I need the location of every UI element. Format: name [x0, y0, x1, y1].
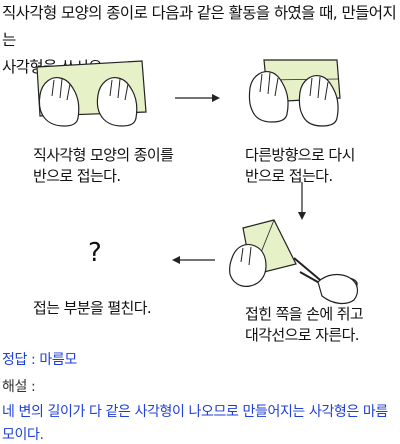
- question-line-1: 직사각형 모양의 종이로 다음과 같은 활동을 하였을 때, 만들어지는: [2, 4, 397, 49]
- step1-caption: 직사각형 모양의 종이를 반으로 접는다.: [33, 146, 174, 185]
- step2-illustration: [248, 59, 341, 127]
- step3-illustration: [229, 219, 359, 305]
- explanation-line-1: 네 변의 길이가 다 같은 사각형이 나오므로 만들어지는 사각형은 마름: [2, 404, 388, 420]
- answer-label: 정답 : 마름모: [2, 352, 77, 368]
- unknown-shape-symbol: ?: [88, 238, 102, 268]
- explanation-label: 해설 :: [2, 379, 36, 395]
- explanation-line-2: 모이다.: [2, 427, 44, 443]
- arrow-left: [172, 256, 215, 264]
- arrow-down: [298, 182, 306, 220]
- step3-caption: 접힌 쪽을 손에 쥐고 대각선으로 자른다.: [245, 305, 364, 344]
- step1-illustration: [36, 60, 147, 127]
- arrow-right: [175, 94, 220, 102]
- step2-caption: 다른방향으로 다시 반으로 접는다.: [245, 146, 355, 185]
- step4-caption: 접는 부분을 펼친다.: [33, 299, 152, 317]
